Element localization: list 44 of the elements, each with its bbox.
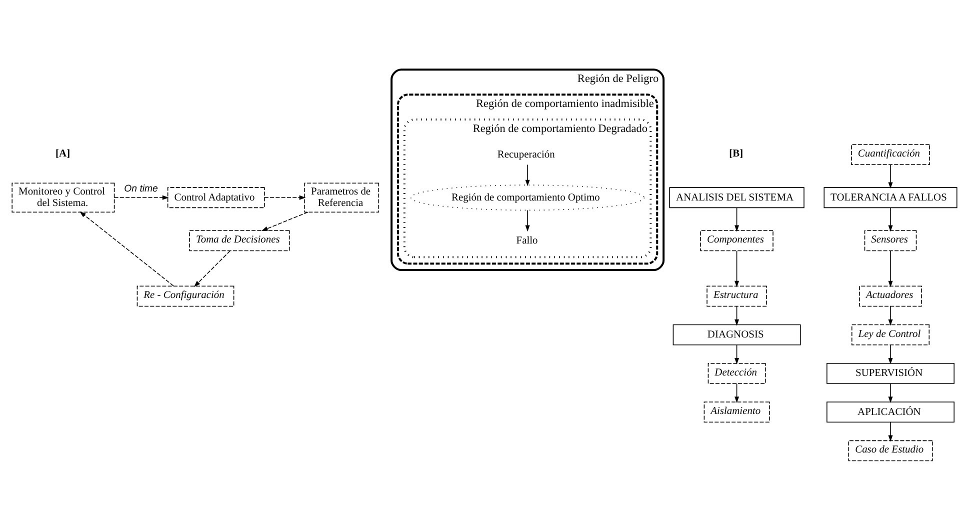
node-box: Detección xyxy=(708,363,766,384)
node-box: Monitoreo y Control del Sistema. xyxy=(12,182,115,212)
arrow xyxy=(264,195,306,200)
arrow xyxy=(888,306,893,326)
node-box: APLICACIÓN xyxy=(826,402,954,423)
arrow xyxy=(525,164,530,186)
node-box: Actuadores xyxy=(859,286,922,307)
arrow xyxy=(80,211,174,286)
node-box: Ley de Control xyxy=(851,324,930,346)
node-ellipse: Región de comportamiento Optimo xyxy=(410,184,645,211)
node-box: Caso de Estudio xyxy=(848,440,933,462)
arrow xyxy=(888,383,893,404)
arrow xyxy=(525,210,530,232)
node-box: Parametros de Referencia xyxy=(304,182,380,212)
arrow xyxy=(888,164,893,189)
arrow xyxy=(194,250,230,287)
arrow xyxy=(261,212,308,231)
node-text: Recuperación xyxy=(497,149,555,160)
node-box: DIAGNOSIS xyxy=(672,324,801,346)
arrow xyxy=(734,207,740,232)
arrow xyxy=(888,344,893,364)
node-box: Toma de Decisiones xyxy=(189,230,290,252)
arrow xyxy=(888,250,893,288)
arrow xyxy=(888,207,893,232)
node-box: Estructura xyxy=(706,286,767,307)
node-box: TOLERANCIA A FALLOS xyxy=(824,187,958,208)
node-box: Sensores xyxy=(864,230,917,252)
node-box: Componentes xyxy=(700,230,774,252)
node-box: Control Adaptativo xyxy=(167,187,265,208)
arrow xyxy=(888,422,893,442)
node-text: Fallo xyxy=(516,235,538,246)
arrow xyxy=(734,383,740,404)
node-box: ANALISIS DEL SISTEMA xyxy=(669,187,804,208)
label: [A] xyxy=(56,148,70,160)
label: [B] xyxy=(729,148,744,160)
node-box: SUPERVISIÓN xyxy=(826,363,954,384)
arrow xyxy=(734,250,740,288)
arrow xyxy=(734,344,740,364)
node-box: Aislamiento xyxy=(704,402,770,423)
arrow xyxy=(734,306,740,326)
arrow xyxy=(114,195,169,200)
node-box: Re - Configuración xyxy=(136,286,234,307)
node-box: Cuantificación xyxy=(851,144,930,166)
edge-label: On time xyxy=(124,184,158,195)
